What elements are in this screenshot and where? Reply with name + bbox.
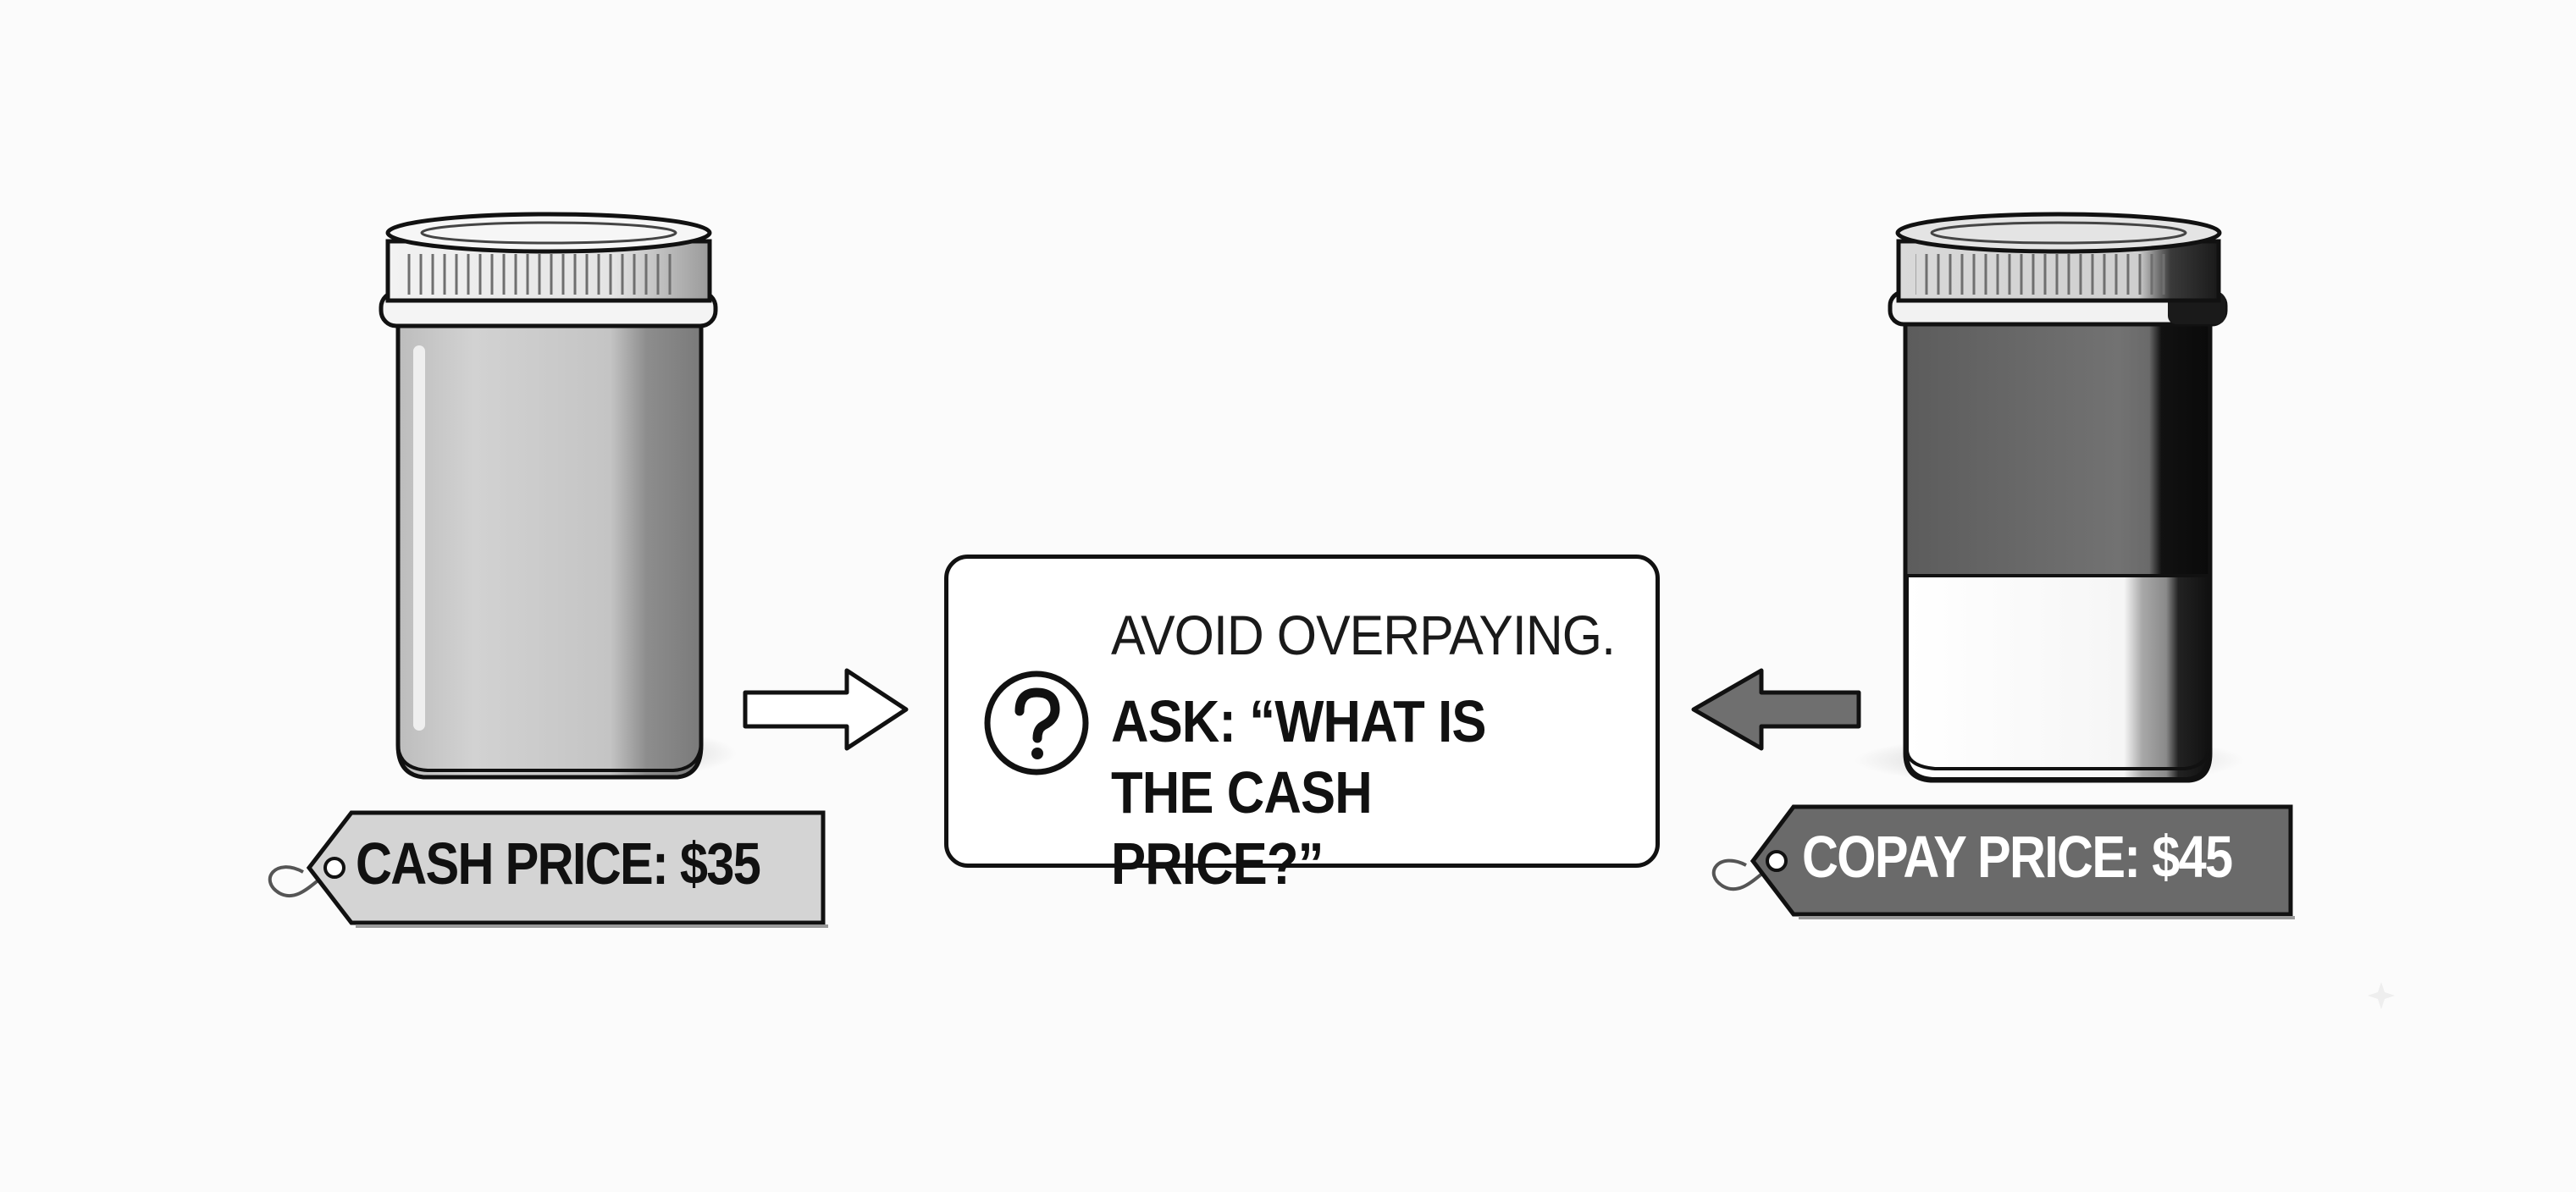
- arrow-right-icon: [743, 668, 909, 751]
- message-box: AVOID OVERPAYING. ASK: “WHAT IS THE CASH…: [944, 555, 1660, 897]
- copay-price-label: COPAY PRICE: $45: [1802, 824, 2233, 890]
- ask-text: ASK: “WHAT IS THE CASH PRICE?”: [1111, 688, 1486, 897]
- cash-price-label: CASH PRICE: $35: [356, 831, 761, 897]
- left-pill-bottle: [379, 212, 737, 781]
- arrow-left-icon: [1691, 668, 1861, 751]
- headline-text: AVOID OVERPAYING.: [1111, 604, 1616, 666]
- cash-price-tag: [268, 810, 828, 928]
- copay-price-tag: [1711, 804, 2295, 919]
- right-pill-bottle: [1855, 212, 2244, 786]
- question-circle-icon: [984, 670, 1089, 775]
- sparkle-icon: [2368, 982, 2395, 1009]
